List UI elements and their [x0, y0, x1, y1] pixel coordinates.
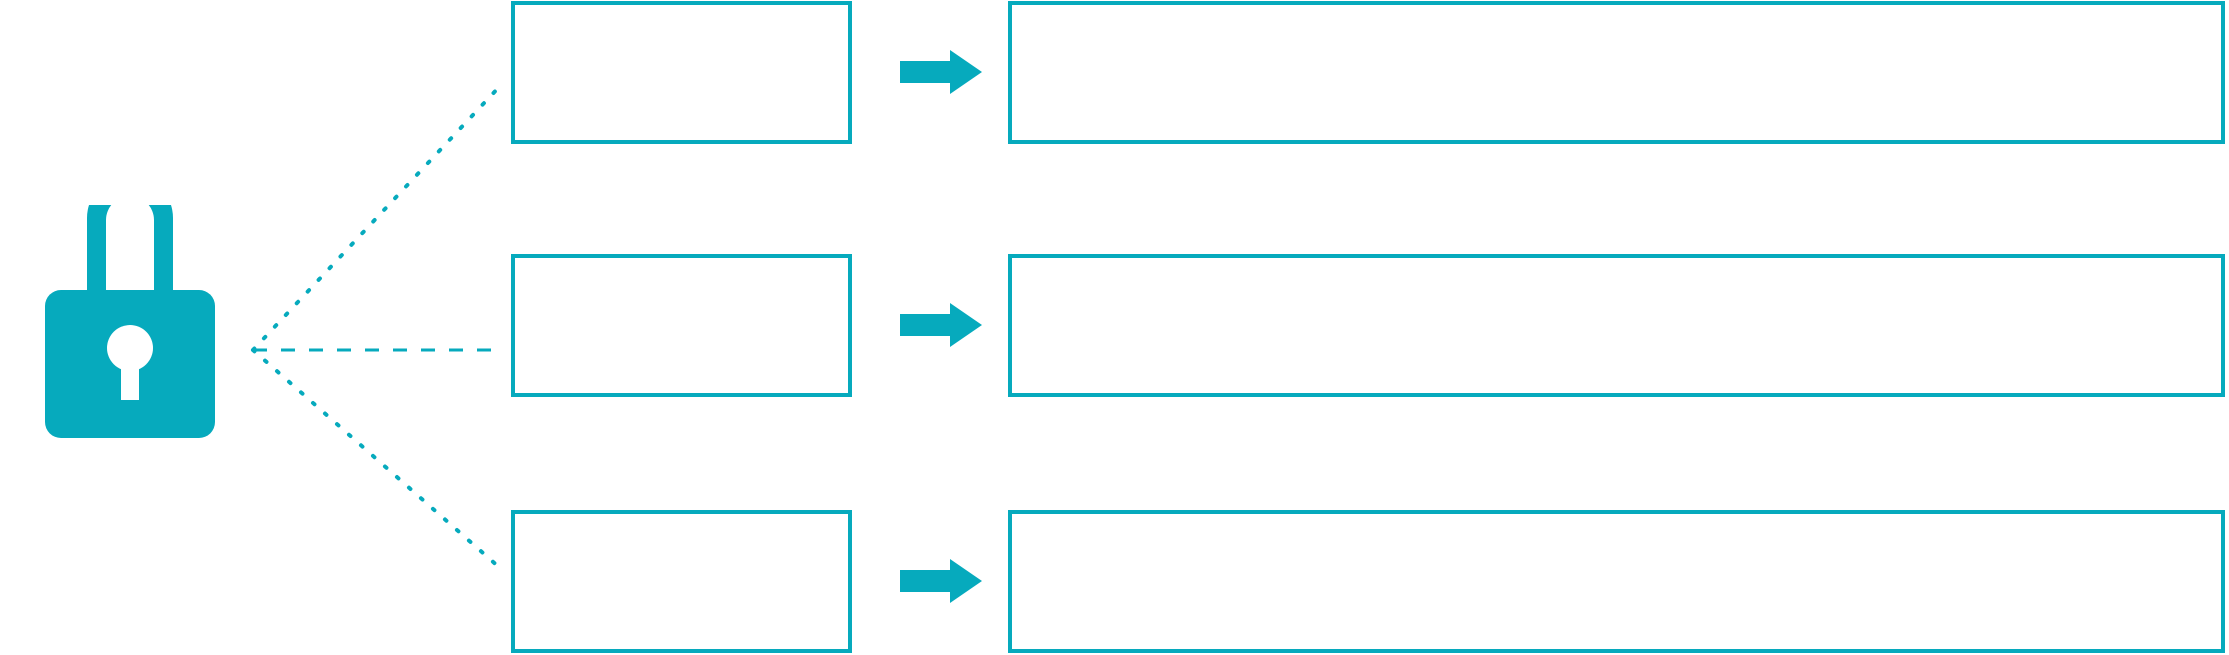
arrow-right-icon	[900, 50, 982, 94]
row-2-left-box[interactable]	[511, 254, 852, 397]
arrow-right-icon	[900, 303, 982, 347]
connector-line-top	[251, 84, 502, 352]
row-1-right-box-label	[1012, 5, 2221, 25]
row-1-left-box-label	[515, 5, 848, 25]
row-3-left-box-label	[515, 514, 848, 534]
row-2-left-box-label	[515, 258, 848, 278]
lock-icon	[40, 175, 220, 445]
row-3-right-box-label	[1012, 514, 2221, 534]
row-2-right-box[interactable]	[1008, 254, 2225, 397]
row-3-right-box[interactable]	[1008, 510, 2225, 653]
row-1-left-box[interactable]	[511, 1, 852, 144]
row-1-right-box[interactable]	[1008, 1, 2225, 144]
arrow-right-icon	[900, 559, 982, 603]
row-3-left-box[interactable]	[511, 510, 852, 653]
connector-line-bottom	[251, 348, 502, 570]
row-2-right-box-label	[1012, 258, 2221, 278]
